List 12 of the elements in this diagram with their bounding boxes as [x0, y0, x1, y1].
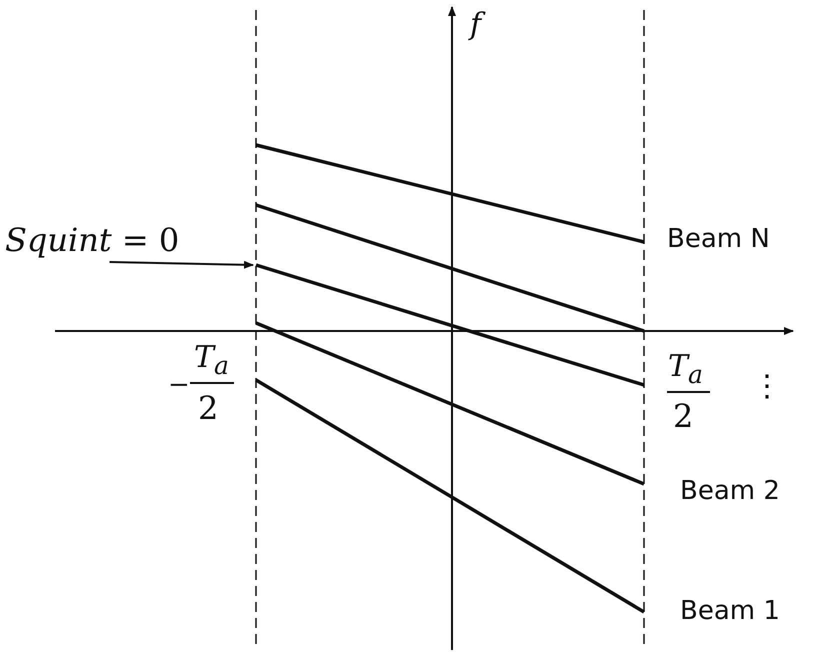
- leader-arrow: [110, 260, 254, 269]
- math-label: Squint = 0: [5, 224, 180, 262]
- beam-label: Beam N: [667, 226, 770, 252]
- numerator: T$_{a}$: [668, 352, 703, 387]
- beam-label: Beam 1: [680, 598, 780, 624]
- denominator: 2: [673, 400, 694, 432]
- minus-sign: −: [168, 372, 190, 398]
- beam-line: [255, 263, 645, 387]
- vertical-ellipsis: ⋮: [752, 372, 782, 402]
- beam-label: Beam 2: [680, 478, 780, 504]
- denominator: 2: [198, 392, 218, 424]
- numerator: T$_{a}$: [194, 343, 229, 378]
